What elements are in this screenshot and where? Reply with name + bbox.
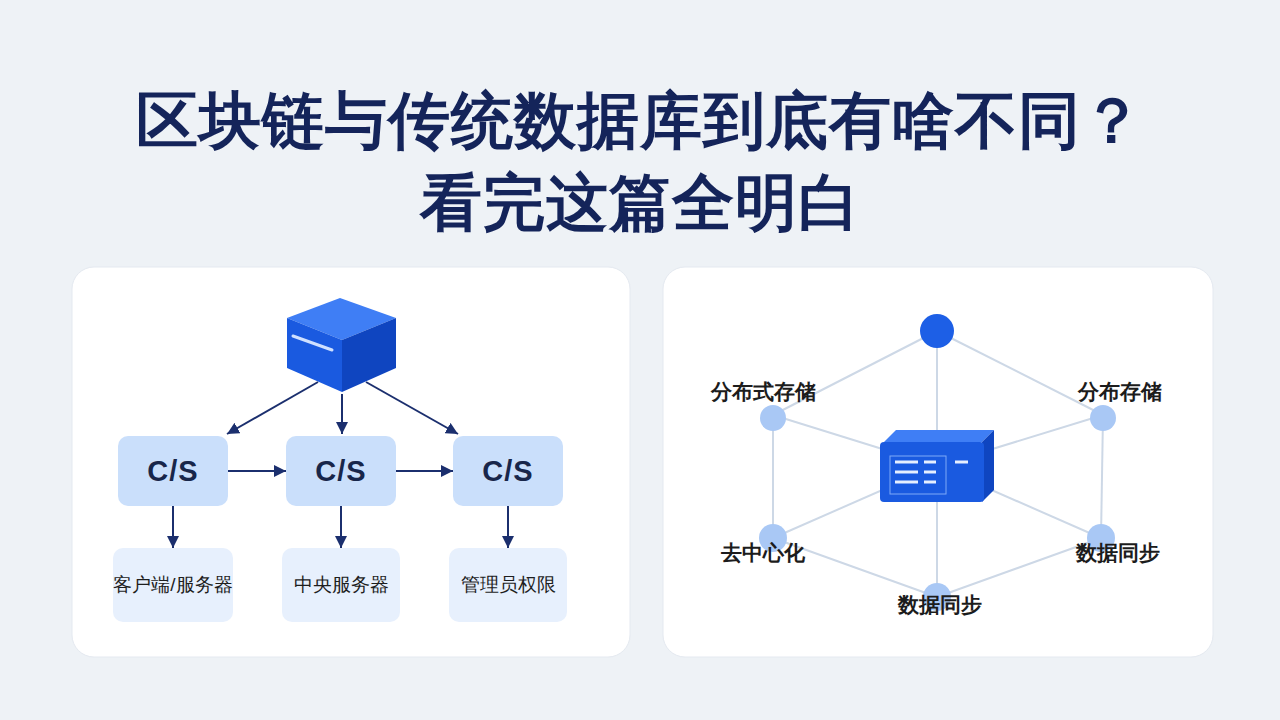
network-line	[1101, 415, 1103, 538]
node-text: C/S	[147, 455, 198, 488]
flow-arrow	[396, 470, 453, 472]
cube-slot	[293, 336, 332, 350]
process-box: C/S	[118, 436, 228, 506]
network-line	[772, 415, 774, 538]
node-text: C/S	[315, 455, 366, 488]
network-node	[920, 314, 954, 348]
cube-side	[342, 318, 396, 392]
server-line	[924, 471, 936, 474]
node-text: C/S	[482, 455, 533, 488]
network-label: 分布式存储	[711, 378, 816, 406]
server-front	[880, 442, 984, 502]
node-text: 管理员权限	[461, 572, 556, 598]
server-line	[895, 461, 918, 464]
server-top	[884, 430, 994, 442]
flow-arrow	[172, 506, 174, 548]
server-line	[924, 461, 936, 464]
server-panel	[890, 456, 946, 494]
network-label: 分布存储	[1078, 378, 1162, 406]
right-panel	[663, 267, 1213, 657]
cube-arrow	[341, 394, 343, 434]
page-title: 区块链与传统数据库到底有啥不同？ 看完这篇全明白	[40, 80, 1240, 244]
server-lines	[895, 462, 968, 482]
server-line	[895, 481, 918, 484]
left-panel	[72, 267, 630, 657]
network-node	[1090, 405, 1116, 431]
node-text: 中央服务器	[294, 572, 389, 598]
node-text: 客户端/服务器	[113, 572, 232, 598]
info-box: 客户端/服务器	[113, 548, 233, 622]
cube-front	[287, 318, 342, 392]
network-label: 去中心化	[721, 539, 805, 567]
cube-arrow	[227, 382, 318, 434]
process-box: C/S	[286, 436, 396, 506]
info-box: 管理员权限	[449, 548, 567, 622]
flow-arrow	[228, 470, 286, 472]
network-node	[760, 405, 786, 431]
server-line	[924, 481, 936, 484]
cube-arrow	[366, 382, 458, 434]
network-label: 数据同步	[898, 591, 982, 619]
info-box: 中央服务器	[282, 548, 400, 622]
process-box: C/S	[453, 436, 563, 506]
server-line	[955, 461, 968, 464]
server-line	[895, 471, 918, 474]
flow-arrow	[507, 506, 509, 548]
network-label: 数据同步	[1076, 539, 1160, 567]
flow-arrow	[340, 506, 342, 548]
network-lines	[773, 331, 1103, 597]
